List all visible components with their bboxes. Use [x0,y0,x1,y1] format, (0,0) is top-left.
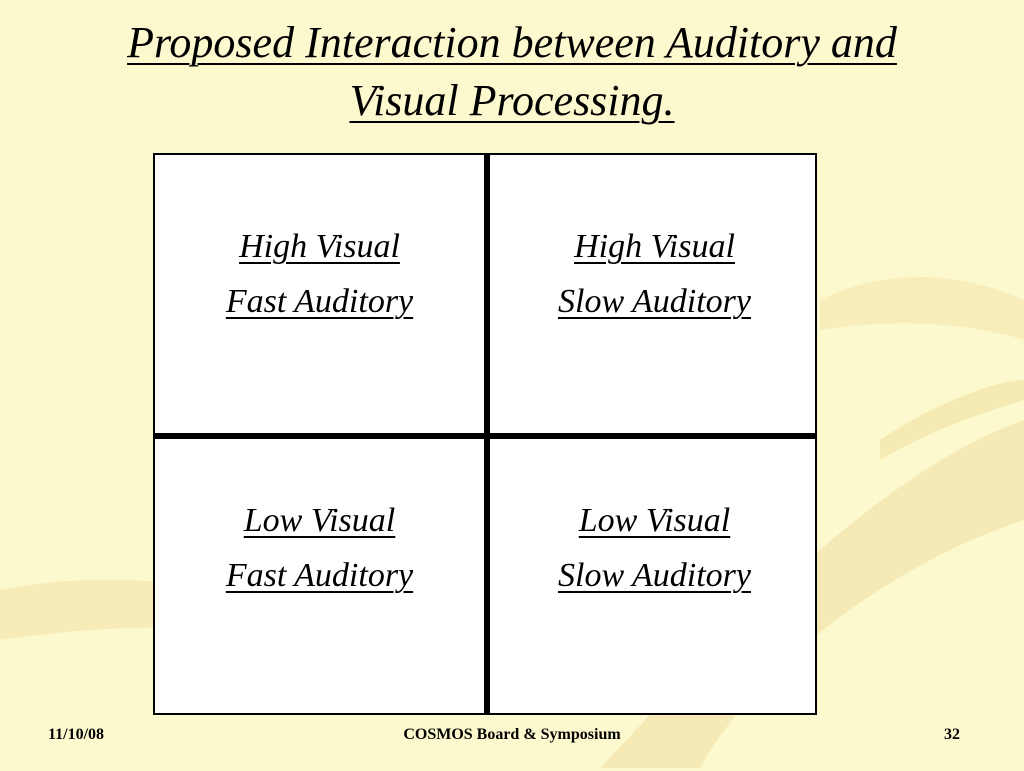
quadrant-label-visual: High Visual [574,228,735,265]
quadrant-low-visual-fast-auditory: Low Visual Fast Auditory [155,493,484,771]
slide-title-line1: Proposed Interaction between Auditory an… [127,18,897,67]
quadrant-grid: High Visual Fast Auditory High Visual Sl… [153,153,817,715]
quadrant-high-visual-fast-auditory: High Visual Fast Auditory [155,219,484,497]
quadrant-label-auditory: Slow Auditory [558,283,751,320]
footer-date: 11/10/08 [48,726,105,743]
quadrant-label-auditory: Fast Auditory [225,283,414,320]
quadrant-label-auditory: Slow Auditory [558,557,751,594]
quadrant-high-visual-slow-auditory: High Visual Slow Auditory [490,219,819,497]
footer-page-number: 32 [944,726,960,743]
quadrant-label-visual: Low Visual [578,502,731,539]
footer-center-text: COSMOS Board & Symposium [403,726,621,743]
slide-title: Proposed Interaction between Auditory an… [0,14,1024,130]
slide-title-line2: Visual Processing. [349,76,675,125]
horizontal-divider [155,433,815,439]
quadrant-label-visual: High Visual [239,228,400,265]
quadrant-low-visual-slow-auditory: Low Visual Slow Auditory [490,493,819,771]
quadrant-label-visual: Low Visual [243,502,396,539]
quadrant-label-auditory: Fast Auditory [225,557,414,594]
